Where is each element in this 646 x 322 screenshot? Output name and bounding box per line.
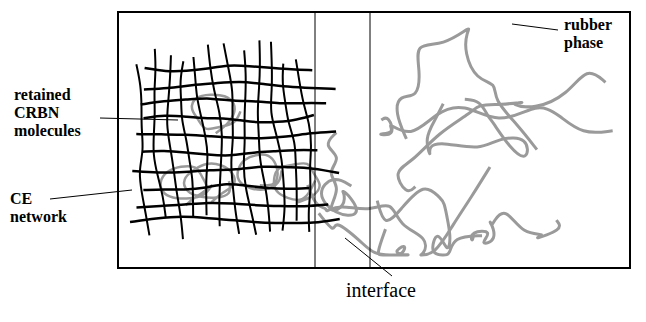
network-strand [181, 61, 194, 217]
network-strand [144, 82, 336, 89]
network-strand [258, 40, 270, 231]
rubber-chain [427, 99, 527, 156]
network-strand [132, 167, 339, 173]
rubber-chain [398, 73, 605, 191]
leader-line [100, 118, 178, 120]
frame-box [118, 12, 630, 268]
network-strand [136, 131, 336, 138]
network-strand [142, 150, 317, 155]
network-strand [154, 49, 166, 218]
rubber-chain [397, 29, 537, 150]
ce-network-lines [130, 40, 340, 239]
callout-label: retained CRBN molecules [14, 86, 100, 140]
leader-line [345, 238, 392, 276]
interface-boundary [315, 12, 316, 268]
label-holder: retained CRBN molecules [14, 86, 100, 140]
rubber-chain [308, 167, 490, 255]
callout-label: interface [346, 279, 456, 301]
network-strand [296, 59, 311, 232]
leader-line [50, 190, 132, 199]
network-strand [224, 43, 240, 233]
network-strand [208, 45, 222, 227]
network-strand [244, 50, 256, 235]
label-holder: rubber phase [562, 16, 618, 52]
rubber-chains [161, 29, 613, 255]
callout-label: CE network [10, 190, 50, 226]
callout-label: rubber phase [562, 16, 618, 52]
rubber-chain [471, 213, 559, 243]
label-holder: CE network [10, 190, 50, 226]
label-holder: interface [346, 279, 456, 301]
interface-boundary [370, 12, 371, 268]
leader-line [512, 24, 558, 30]
rubber-chain [377, 189, 482, 255]
network-strand [283, 64, 297, 221]
network-strand [193, 57, 207, 215]
network-strand [136, 64, 149, 235]
